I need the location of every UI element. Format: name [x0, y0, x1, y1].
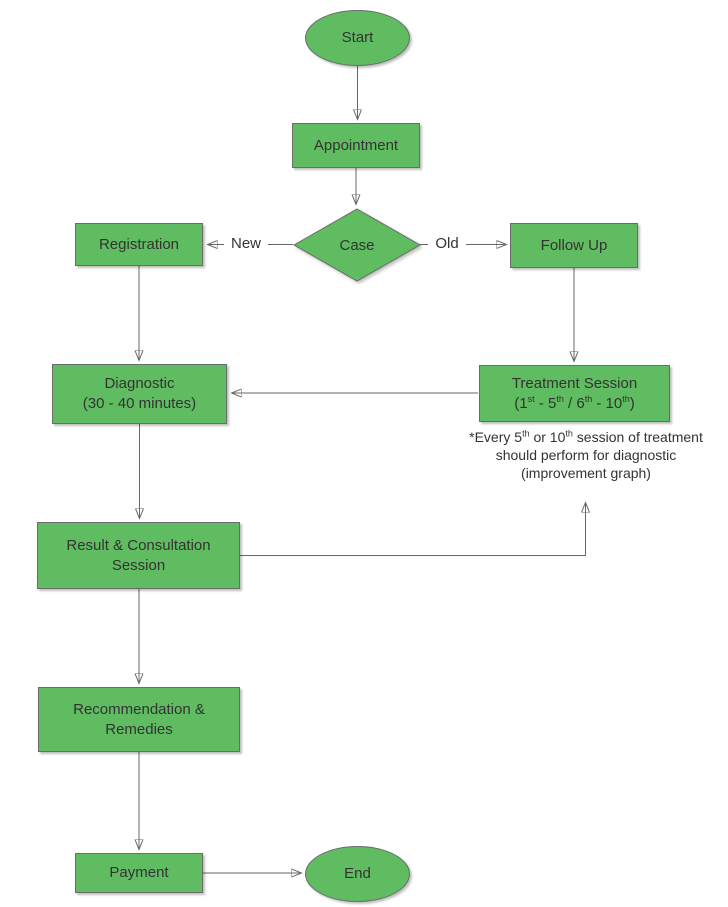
text-part: - 5 [534, 394, 557, 412]
superscript: th [556, 393, 564, 404]
treatment-note-line1: *Every 5th or 10th session of treatment [440, 428, 728, 446]
node-payment: Payment [75, 853, 203, 893]
node-appointment: Appointment [292, 123, 420, 168]
node-recommendation-remedies: Recommendation & Remedies [38, 687, 240, 752]
edge-label-new: New [224, 234, 268, 254]
text-part: *Every 5 [469, 429, 523, 445]
node-end-label: End [344, 865, 371, 882]
node-treatment-title: Treatment Session [511, 374, 638, 392]
superscript: th [522, 428, 530, 439]
node-appointment-label: Appointment [313, 136, 399, 154]
node-recommendation-line2: Remedies [105, 720, 173, 738]
superscript: th [584, 393, 593, 404]
superscript: th [622, 393, 630, 404]
node-start: Start [305, 10, 410, 66]
node-follow-up: Follow Up [510, 223, 638, 268]
node-result-line1: Result & Consultation [66, 536, 211, 554]
treatment-note-line3: (improvement graph) [521, 465, 651, 481]
node-result-consultation: Result & Consultation Session [37, 522, 240, 589]
node-start-label: Start [341, 29, 374, 46]
node-case-label: Case [339, 236, 375, 254]
treatment-note: *Every 5th or 10th session of treatment … [440, 428, 728, 482]
node-diagnostic: Diagnostic (30 - 40 minutes) [52, 364, 227, 424]
node-registration-label: Registration [98, 235, 180, 253]
superscript: st [527, 393, 535, 404]
node-recommendation-line1: Recommendation & [73, 700, 205, 718]
text-part: - 10 [592, 394, 623, 412]
node-diagnostic-title: Diagnostic [104, 375, 175, 392]
text-part: session of treatment [572, 429, 703, 445]
node-registration: Registration [75, 223, 203, 266]
node-treatment-session: Treatment Session (1st - 5th / 6th - 10t… [479, 365, 670, 422]
text-part: or 10 [529, 429, 566, 445]
text-part: (1 [514, 394, 528, 412]
node-result-line2: Session [111, 556, 166, 574]
diamond-shape [292, 208, 422, 282]
edge-result-treatment-note [240, 503, 586, 556]
treatment-note-line2: should perform for diagnostic [495, 447, 677, 463]
node-diagnostic-subtitle: (30 - 40 minutes) [82, 395, 197, 412]
node-end: End [305, 846, 410, 902]
node-follow-up-label: Follow Up [540, 236, 608, 254]
superscript: th [565, 428, 573, 439]
node-case: Case [291, 206, 423, 284]
text-part: / 6 [563, 394, 585, 412]
node-payment-label: Payment [109, 864, 169, 881]
node-treatment-subtitle: (1st - 5th / 6th - 10th) [514, 394, 634, 414]
text-part: ) [629, 394, 635, 412]
edge-label-old: Old [428, 234, 466, 254]
